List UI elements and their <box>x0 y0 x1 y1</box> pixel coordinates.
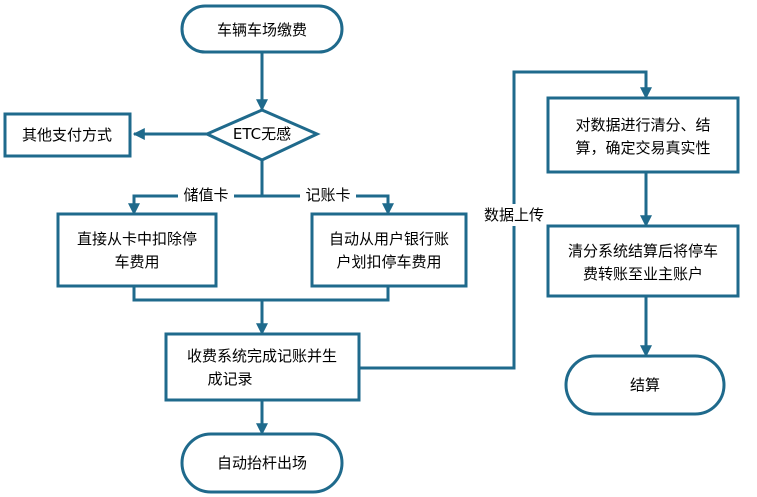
node-bank-deduct-line-1: 自动从用户银行账 <box>329 230 449 248</box>
node-card-deduct: 直接从卡中扣除停 车费用 <box>56 212 218 288</box>
edge-bank-to-merge <box>262 286 390 302</box>
node-end: 结算 <box>564 354 726 416</box>
node-record: 收费系统完成记账并生 成记录 <box>164 332 361 402</box>
node-clearing-line-1: 对数据进行清分、结 <box>575 116 710 134</box>
node-start-label: 车辆车场缴费 <box>217 21 307 39</box>
connectors <box>128 52 652 436</box>
node-transfer: 清分系统结算后将停车 费转账至业主账户 <box>546 224 740 298</box>
node-exit-label: 自动抬杆出场 <box>217 454 307 472</box>
edge-label-stored-value: 储值卡 <box>183 186 228 204</box>
edge-label-credit-card: 记账卡 <box>305 186 350 204</box>
node-end-label: 结算 <box>630 376 660 394</box>
node-card-deduct-line-1: 直接从卡中扣除停 <box>77 230 197 248</box>
edge-label-upload: 数据上传 <box>484 206 544 224</box>
node-clearing-line-2: 算，确定交易真实性 <box>575 139 710 157</box>
node-clearing: 对数据进行清分、结 算，确定交易真实性 <box>546 96 740 174</box>
node-record-line-1: 收费系统完成记账并生 <box>187 347 337 365</box>
edge-upload <box>359 70 652 370</box>
node-card-deduct-line-2: 车费用 <box>114 253 159 271</box>
node-transfer-line-2: 费转账至业主账户 <box>583 265 703 283</box>
node-exit: 自动抬杆出场 <box>180 432 344 494</box>
node-start: 车辆车场缴费 <box>180 4 344 54</box>
node-transfer-line-1: 清分系统结算后将停车 <box>568 242 718 260</box>
edge-labels: 储值卡 记账卡 数据上传 <box>178 184 552 226</box>
node-decision-label: ETC无感 <box>233 125 291 143</box>
node-other-payment: 其他支付方式 <box>3 112 132 158</box>
edge-card-to-merge <box>132 286 262 302</box>
node-other-payment-label: 其他支付方式 <box>22 126 112 144</box>
node-record-line-2: 成记录 <box>207 370 252 388</box>
node-bank-deduct: 自动从用户银行账 户划扣停车费用 <box>310 212 468 288</box>
node-decision: ETC无感 <box>203 108 321 162</box>
node-bank-deduct-line-2: 户划扣停车费用 <box>336 253 441 271</box>
